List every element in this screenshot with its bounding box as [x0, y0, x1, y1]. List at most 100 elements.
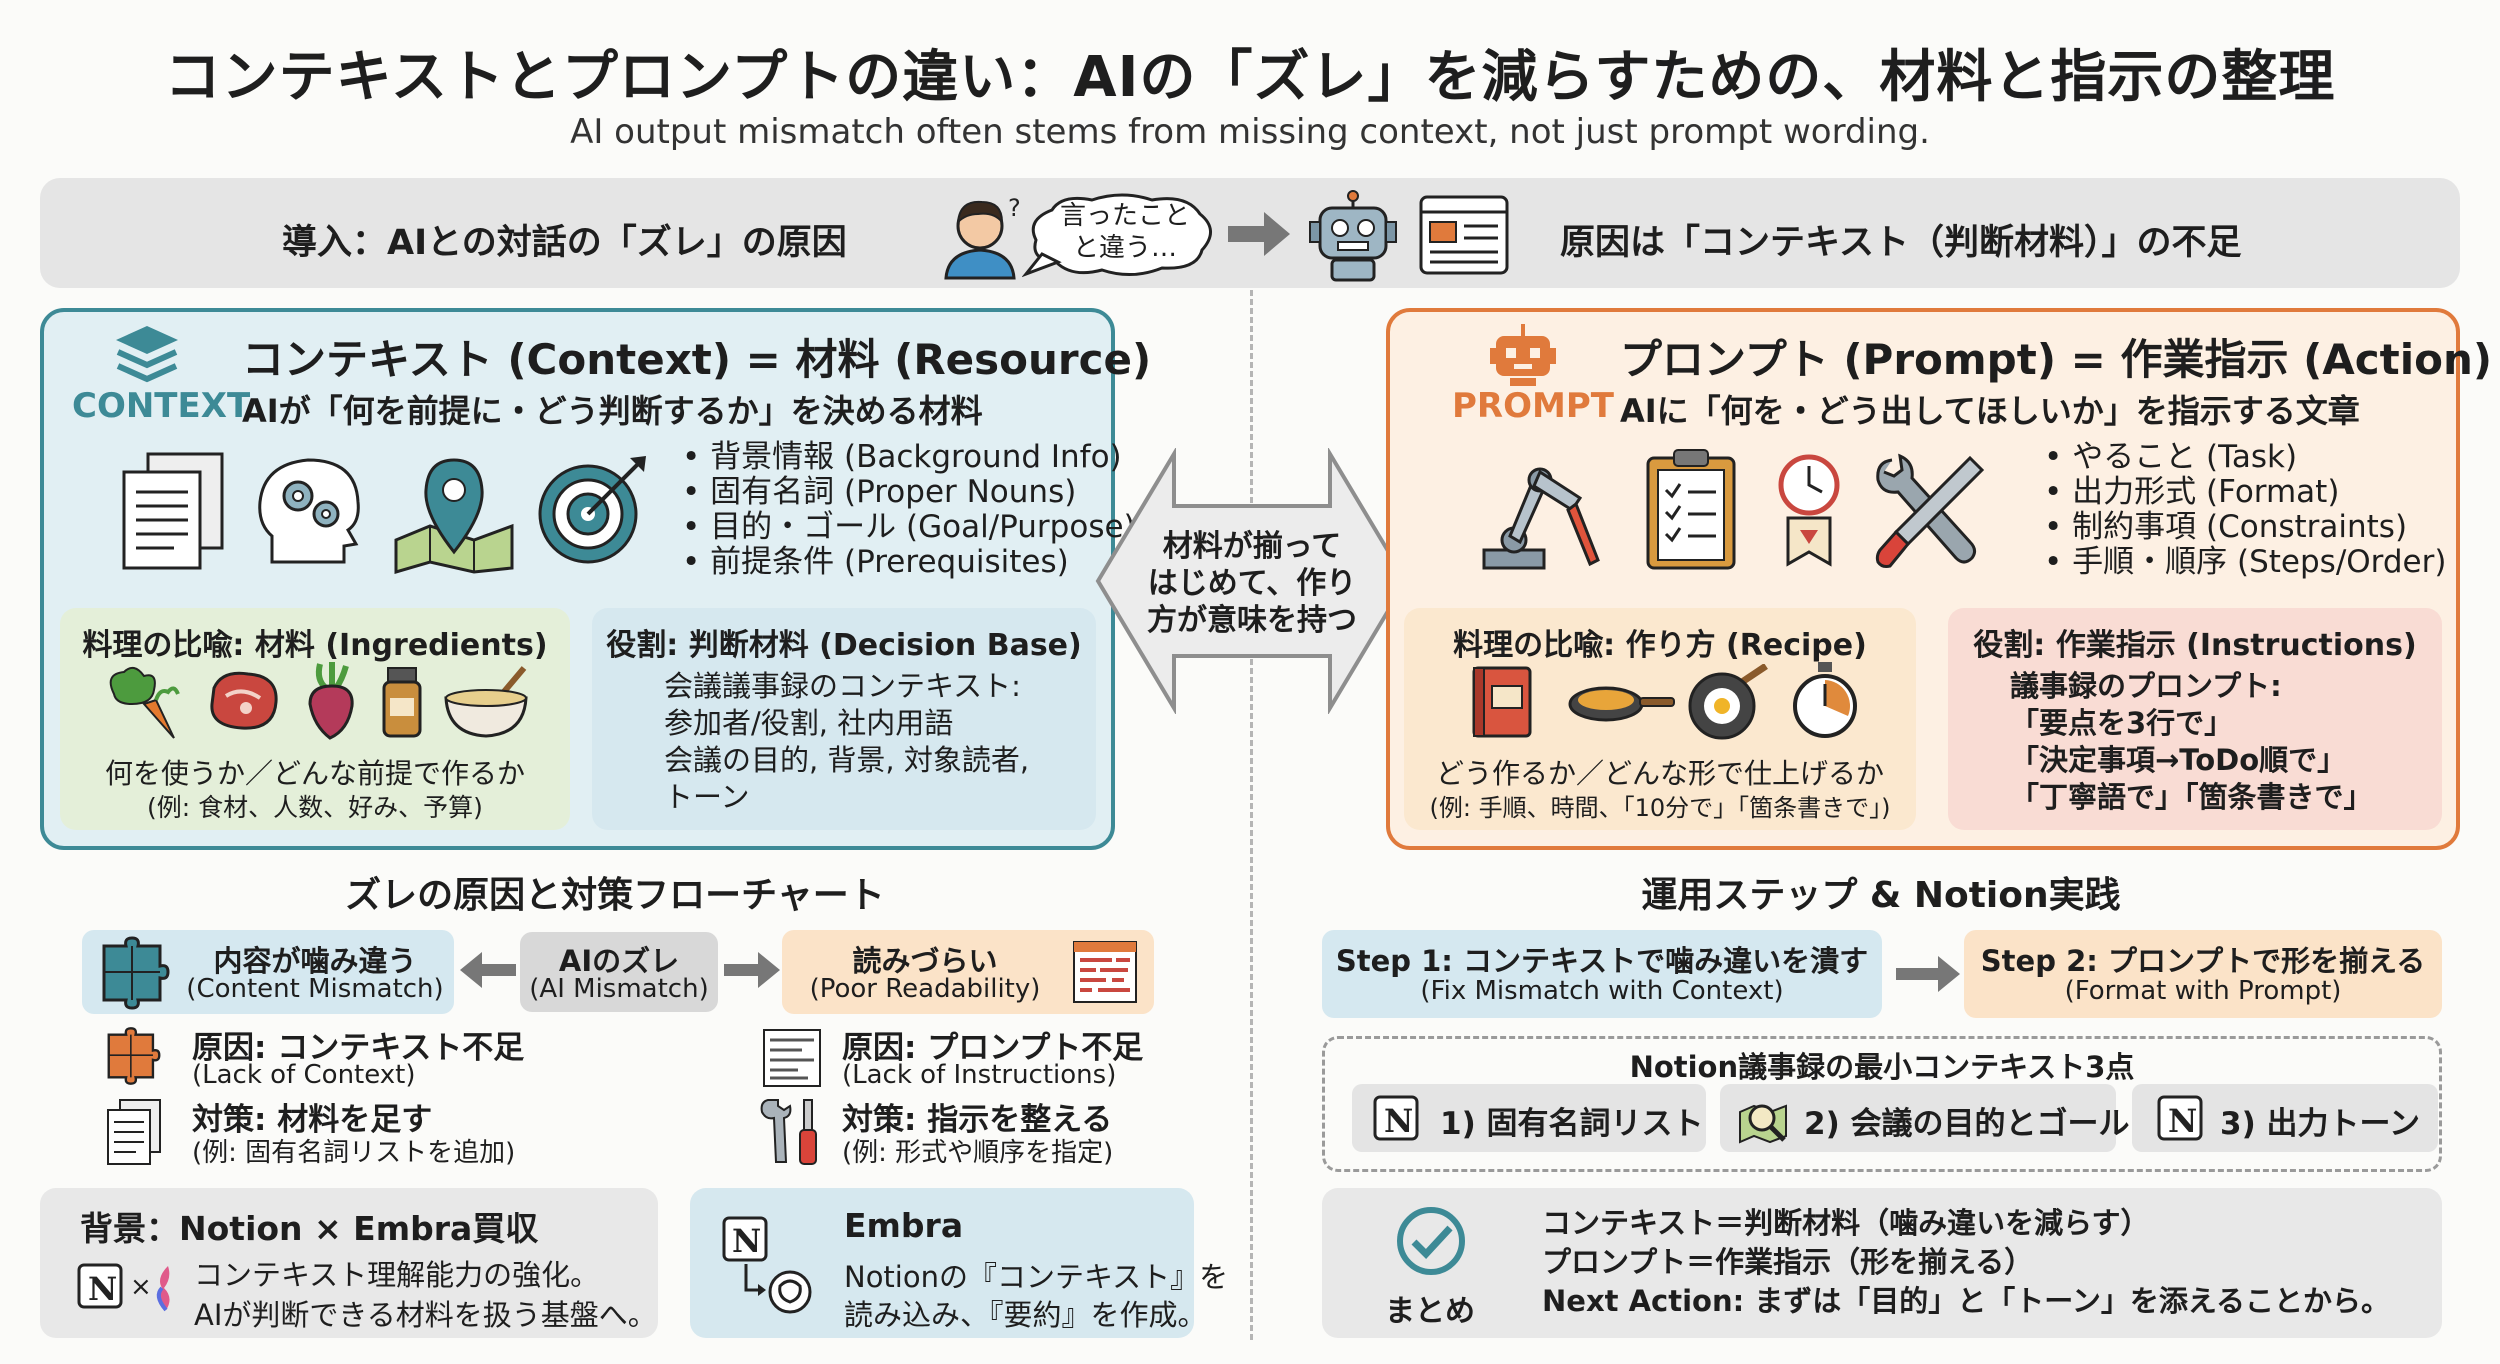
- robot-arm-icon: [1482, 467, 1600, 570]
- decision-base-line: トーン: [664, 780, 750, 814]
- notion-item-label: 2) 会議の目的とゴール: [1804, 1106, 2130, 1142]
- step2-sub: (Format with Prompt): [2064, 976, 2342, 1006]
- stopwatch-icon: [1793, 662, 1857, 738]
- notion-item-label: 3) 出力トーン: [2220, 1106, 2420, 1142]
- center-arrow-line: 材料が揃って: [1162, 529, 1342, 564]
- content-mismatch-label: 内容が噛み違う: [213, 944, 417, 978]
- poor-readability-sub: (Poor Readability): [809, 974, 1041, 1004]
- radish-icon: [308, 662, 354, 740]
- page-subtitle: AI output mismatch often stems from miss…: [570, 112, 1930, 152]
- frying-pan-icon: [1568, 686, 1675, 722]
- left-fix: 対策: 材料を足す: [192, 1102, 433, 1138]
- embra-logo-icon: [156, 1266, 170, 1312]
- step1-sub: (Fix Mismatch with Context): [1420, 976, 1784, 1006]
- context-bullet: • 背景情報 (Background Info): [682, 439, 1122, 475]
- summary-line: コンテキスト＝判断材料（噛み違いを減らす）: [1542, 1206, 2150, 1240]
- left-cause-sub: (Lack of Context): [192, 1060, 416, 1090]
- messy-text-icon: [1073, 941, 1137, 1003]
- right-fix-sub: (例: 形式や順序を指定): [842, 1138, 1114, 1168]
- recipe-title: 料理の比喩: 作り方 (Recipe): [1453, 628, 1867, 663]
- puzzle-icon: [102, 936, 170, 1010]
- document-lines-icon: [763, 1029, 821, 1087]
- brain-gears-icon: [258, 458, 360, 564]
- recipe-book-icon: [1472, 666, 1532, 738]
- decision-base-card: [592, 608, 1096, 830]
- context-bullet: • 目的・ゴール (Goal/Purpose): [682, 509, 1136, 545]
- ingredients-title: 料理の比喩: 材料 (Ingredients): [82, 628, 548, 663]
- vegetables-icon: [109, 666, 180, 739]
- right-arrow-icon: [1896, 956, 1960, 992]
- decision-base-line: 会議議事録のコンテキスト:: [664, 669, 1021, 703]
- center-arrow-line: 方が意味を持つ: [1147, 603, 1357, 638]
- right-cause: 原因: プロンプト不足: [842, 1030, 1144, 1066]
- summary-box: [1322, 1188, 2442, 1338]
- left-cause: 原因: コンテキスト不足: [192, 1030, 525, 1066]
- pan-egg-icon: [1688, 664, 1768, 740]
- instructions-card: [1948, 608, 2442, 830]
- embra-card: [690, 1188, 1194, 1338]
- center-arrow-line: はじめて、作り: [1147, 566, 1357, 601]
- wrench-screwdriver-icon: [1875, 453, 1985, 568]
- embra-line1: Notionの『コンテキスト』を: [844, 1260, 1229, 1294]
- embra-title: Embra: [844, 1206, 964, 1245]
- step1-label: Step 1: コンテキストで噛み違いを潰す: [1335, 944, 1869, 978]
- context-title: コンテキスト (Context) = 材料 (Resource): [242, 335, 1152, 384]
- background-card: [40, 1188, 658, 1338]
- left-arrow-icon: [460, 952, 516, 988]
- speech-bubble-text: 言ったことと違う…: [1060, 201, 1191, 263]
- svg-text:N: N: [732, 1222, 761, 1260]
- instructions-lines: 議事録のプロンプト: 「要点を3行で」 「決定事項→ToDo順で」 「丁寧語で」…: [2010, 668, 2373, 816]
- flowchart-title: ズレの原因と対策フローチャート: [345, 875, 885, 916]
- notion-minimum-context-title: Notion議事録の最小コンテキスト3点: [1629, 1050, 2135, 1084]
- prompt-title: プロンプト (Prompt) = 作業指示 (Action): [1620, 335, 2493, 384]
- summary-label: まとめ: [1385, 1294, 1475, 1329]
- documents-icon: [107, 1099, 161, 1165]
- center-divider: [1250, 290, 1253, 1340]
- context-bullet: • 固有名詞 (Proper Nouns): [682, 474, 1077, 510]
- right-arrow-icon: [724, 952, 780, 988]
- step1-box: [1322, 930, 1882, 1018]
- context-badge: CONTEXT: [72, 386, 251, 426]
- decision-base-lines: 会議議事録のコンテキスト: 参加者/役割, 社内用語 会議の目的, 背景, 対象…: [664, 668, 1029, 816]
- confused-person-icon: ?: [944, 194, 1021, 280]
- page-title: コンテキストとプロンプトの違い：AIの「ズレ」を減らすための、材料と指示の整理: [164, 45, 2336, 110]
- clipboard-checklist-icon: [1646, 449, 1736, 570]
- background-title: 背景：Notion × Embra買収: [80, 1209, 539, 1248]
- ingredients-line1: 何を使うか／どんな前提で作るか: [104, 757, 525, 790]
- tools-icon: [760, 1099, 817, 1165]
- steps-title: 運用ステップ & Notion実践: [1641, 875, 2121, 916]
- instructions-line: 議事録のプロンプト:: [2010, 669, 2282, 703]
- embra-line2: 読み込み、『要約』を作成。: [844, 1298, 1207, 1332]
- recipe-line2: (例: 手順、時間、「10分で」「箇条書きで」): [1429, 794, 1891, 822]
- spice-jar-icon: [382, 667, 422, 738]
- clock-icon: [1778, 454, 1840, 567]
- steak-icon: [210, 671, 278, 730]
- prompt-bullet: • 出力形式 (Format): [2044, 474, 2340, 510]
- instructions-line: 「要点を3行で」: [2010, 706, 2234, 740]
- summary-line: プロンプト＝作業指示（形を揃える）: [1542, 1245, 2034, 1279]
- center-arrow-text: 材料が揃って はじめて、作り 方が意味を持つ: [1140, 528, 1364, 639]
- map-pin-icon: [394, 458, 514, 574]
- robot-icon: [1309, 190, 1397, 282]
- content-mismatch-sub: (Content Mismatch): [186, 974, 444, 1004]
- svg-text:N: N: [1384, 1102, 1413, 1140]
- context-bullets: • 背景情報 (Background Info) • 固有名詞 (Proper …: [682, 440, 1136, 580]
- speech-bubble-icon: [1022, 193, 1212, 278]
- svg-text:N: N: [88, 1270, 117, 1308]
- notion-logo-icon: N: [2157, 1095, 2203, 1141]
- decision-base-title: 役割: 判断材料 (Decision Base): [606, 628, 1082, 663]
- right-arrow-icon: [1228, 212, 1290, 256]
- mixing-bowl-icon: [444, 666, 528, 738]
- svg-text:N: N: [2168, 1102, 2197, 1140]
- left-fix-sub: (例: 固有名詞リストを追加): [192, 1138, 516, 1168]
- step2-box: [1964, 930, 2442, 1018]
- notion-logo-icon: N: [77, 1263, 123, 1309]
- puzzle-icon: [107, 1027, 161, 1085]
- decision-base-line: 会議の目的, 背景, 対象読者,: [664, 743, 1030, 777]
- context-bullet: • 前提条件 (Prerequisites): [682, 544, 1069, 580]
- ai-mismatch-label: AIのズレ: [558, 944, 680, 978]
- prompt-badge: PROMPT: [1452, 386, 1614, 426]
- context-description: AIが「何を前提に・どう判断するか」を決める材料: [242, 392, 983, 430]
- decision-base-line: 参加者/役割, 社内用語: [664, 706, 954, 740]
- background-line1: コンテキスト理解能力の強化。: [194, 1258, 600, 1292]
